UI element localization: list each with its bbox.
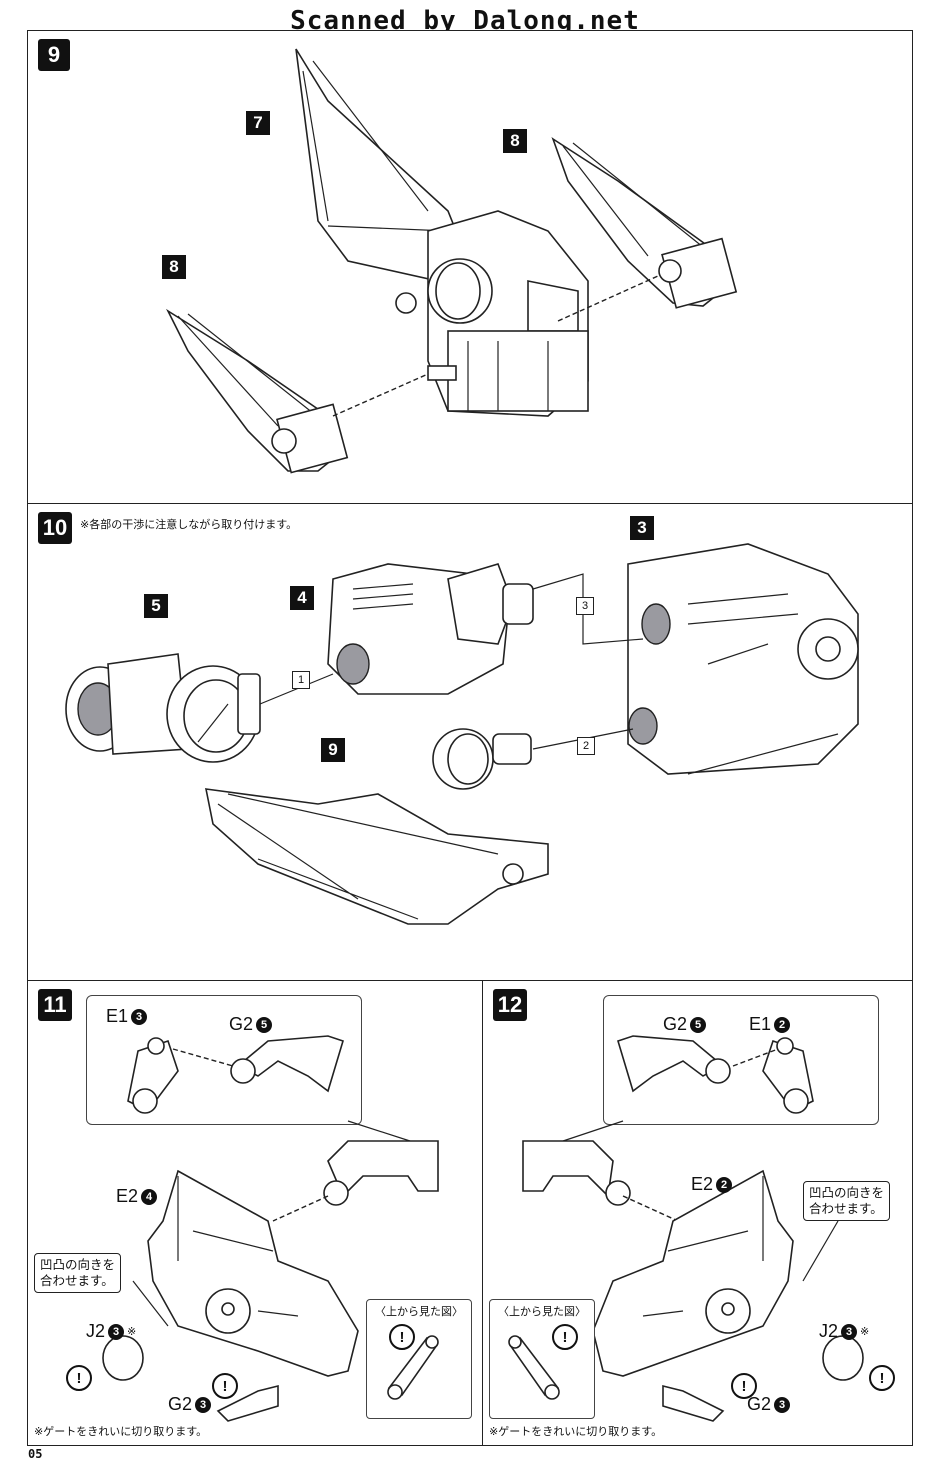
gate-footnote: ※ゲートをきれいに切り取ります。	[489, 1425, 663, 1438]
top-view-drawing	[508, 1335, 560, 1400]
top-view-drawing	[387, 1335, 439, 1400]
part-tag-4: 4	[290, 586, 314, 610]
callout-line-2: 合わせます。	[40, 1273, 114, 1288]
label-j2: J2 3 ※	[819, 1321, 869, 1342]
part-tag-7: 7	[246, 111, 270, 135]
caution-icon: !	[66, 1365, 92, 1391]
gate-footnote: ※ゲートをきれいに切り取ります。	[34, 1425, 208, 1438]
top-view-title: 〈上から見た図〉	[498, 1305, 586, 1318]
step-number: 11	[38, 989, 72, 1021]
label-e1: E1 3	[106, 1006, 148, 1027]
order-1: 1	[292, 671, 310, 689]
step-10-illustration	[65, 543, 859, 925]
label-g2: G2 5	[229, 1014, 273, 1035]
part-code: J2	[819, 1321, 839, 1341]
step-number: 10	[38, 512, 72, 544]
callout-line-1: 凹凸の向きを	[809, 1185, 885, 1200]
part-tag-8-right: 8	[503, 129, 527, 153]
part-code: G2	[229, 1014, 254, 1034]
caution-icon: !	[389, 1324, 415, 1350]
step-11-panel: 11 E1 3 G2 5 E2 4	[27, 980, 483, 1446]
part-code: G2	[747, 1394, 772, 1414]
part-tag-5: 5	[144, 594, 168, 618]
runner-number: 3	[108, 1323, 125, 1340]
runner-number: 3	[774, 1396, 791, 1413]
step-12-illustration	[522, 1035, 864, 1422]
callout-line-1: 凹凸の向きを	[40, 1257, 116, 1272]
asterisk-mark: ※	[860, 1326, 870, 1338]
top-view-box: 〈上から見た図〉 !	[366, 1299, 472, 1419]
runner-number: 5	[256, 1016, 273, 1033]
callout-line-2: 合わせます。	[809, 1201, 883, 1216]
caution-icon: !	[869, 1365, 895, 1391]
alignment-callout: 凹凸の向きを 合わせます。	[803, 1181, 891, 1221]
step-10-panel: 10 ※各部の干渉に注意しながら取り付けます。 5 4	[27, 503, 913, 981]
step-number: 12	[493, 989, 527, 1021]
step-number: 9	[38, 39, 70, 71]
label-g2: G2 5	[663, 1014, 707, 1035]
runner-number: 2	[716, 1176, 733, 1193]
runner-number: 3	[841, 1323, 858, 1340]
part-code: J2	[86, 1321, 106, 1341]
label-e1: E1 2	[749, 1014, 791, 1035]
part-code: E1	[106, 1006, 129, 1026]
step-note: ※各部の干渉に注意しながら取り付けます。	[80, 518, 298, 531]
part-code: E2	[691, 1174, 714, 1194]
page-number: 05	[28, 1447, 43, 1461]
part-code: G2	[168, 1394, 193, 1414]
caution-icon: !	[212, 1373, 238, 1399]
part-code: E1	[749, 1014, 772, 1034]
runner-number: 2	[774, 1016, 791, 1033]
step-11-illustration	[102, 1035, 439, 1422]
runner-number: 3	[195, 1396, 212, 1413]
label-j2: J2 3 ※	[86, 1321, 136, 1342]
top-view-title: 〈上から見た図〉	[375, 1305, 463, 1318]
asterisk-mark: ※	[127, 1326, 137, 1338]
part-tag-8-left: 8	[162, 255, 186, 279]
caution-icon: !	[731, 1373, 757, 1399]
step-9-panel: 9 7 8 8	[27, 30, 913, 504]
step-12-panel: 12 G2 5 E1 2 E2 2 凹凸の向きを 合わせます。	[482, 980, 913, 1446]
step-9-illustration	[166, 48, 738, 474]
label-e2: E2 2	[691, 1174, 733, 1195]
part-code: E2	[116, 1186, 139, 1206]
alignment-callout: 凹凸の向きを 合わせます。	[34, 1253, 122, 1293]
part-tag-3: 3	[630, 516, 654, 540]
part-tag-9: 9	[321, 738, 345, 762]
label-e2: E2 4	[116, 1186, 158, 1207]
order-2: 2	[577, 737, 595, 755]
label-g2-gate: G2 3	[747, 1394, 791, 1415]
caution-icon: !	[552, 1324, 578, 1350]
part-code: G2	[663, 1014, 688, 1034]
runner-number: 5	[690, 1016, 707, 1033]
label-g2-gate: G2 3	[168, 1394, 212, 1415]
top-view-box: 〈上から見た図〉 !	[489, 1299, 595, 1419]
order-3: 3	[576, 597, 594, 615]
runner-number: 4	[141, 1188, 158, 1205]
runner-number: 3	[131, 1008, 148, 1025]
